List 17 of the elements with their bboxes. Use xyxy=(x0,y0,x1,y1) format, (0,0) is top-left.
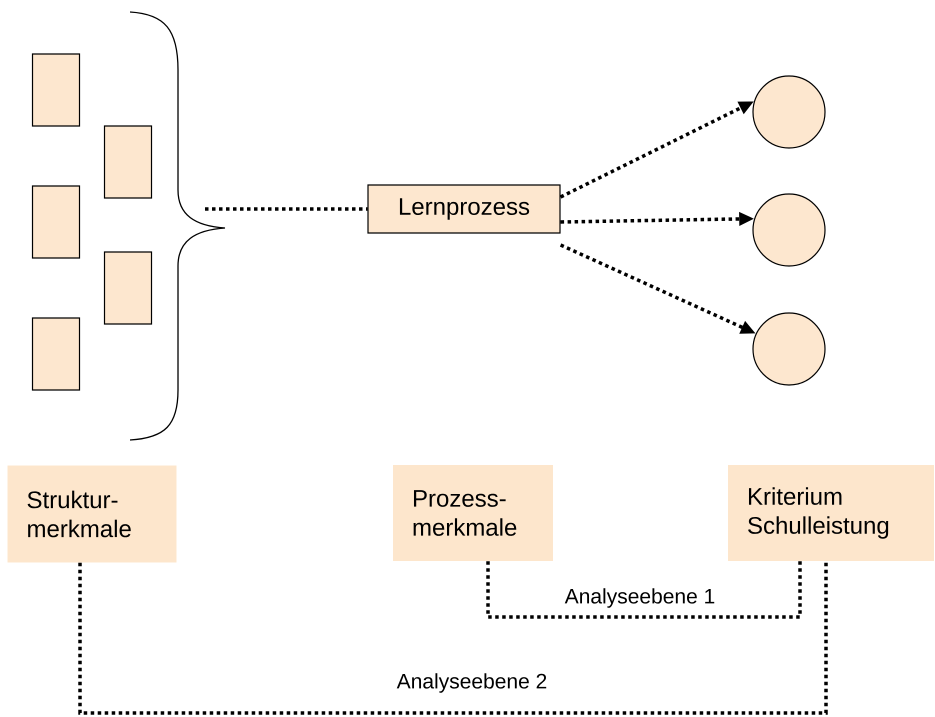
small-box xyxy=(104,251,152,325)
small-box xyxy=(32,53,80,127)
dotted-connector xyxy=(486,561,802,619)
small-box xyxy=(32,317,80,391)
circle xyxy=(752,193,826,267)
label-box: Struktur- merkmale xyxy=(8,466,176,562)
dotted-connector xyxy=(205,207,368,211)
process-box: Lernprozess xyxy=(367,184,561,234)
label-box: Kriterium Schulleistung xyxy=(728,465,934,561)
small-box xyxy=(32,185,80,259)
edge-label: Analyseebene 1 xyxy=(562,586,718,610)
edge-label: Analyseebene 2 xyxy=(394,671,550,695)
label-box: Prozess- merkmale xyxy=(393,465,553,561)
circle xyxy=(752,312,826,386)
small-box xyxy=(104,125,152,199)
dotted-connector xyxy=(78,561,828,715)
circle xyxy=(752,75,826,149)
